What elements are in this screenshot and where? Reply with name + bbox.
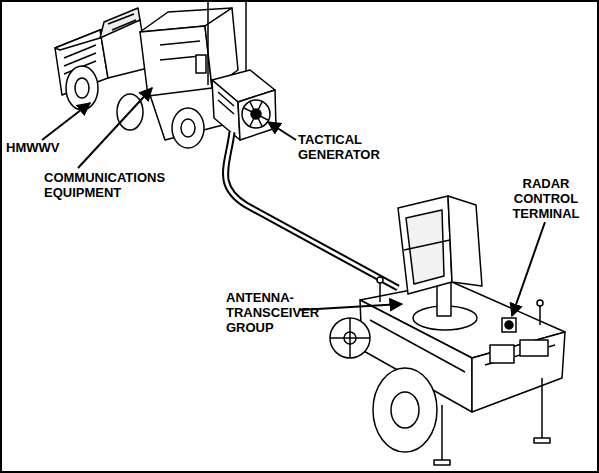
antenna-array xyxy=(437,282,451,316)
hmmwv-vehicle xyxy=(100,8,140,38)
power-cable xyxy=(226,132,399,288)
radar-trailer xyxy=(434,460,450,465)
radar-trailer xyxy=(330,263,565,465)
control-terminal xyxy=(505,321,513,329)
radar-trailer xyxy=(441,405,443,462)
hmmwv-vehicle xyxy=(112,20,136,30)
generator-unit xyxy=(218,92,234,106)
shelter-box xyxy=(160,56,200,60)
radar-trailer xyxy=(373,368,437,452)
hmmwv-vehicle xyxy=(66,66,98,110)
generator-unit xyxy=(212,80,240,140)
leader-arrow xyxy=(42,88,545,316)
hmmwv-vehicle xyxy=(64,53,96,66)
antenna-array xyxy=(448,196,482,286)
radar-trailer xyxy=(379,282,381,302)
leader-arrow xyxy=(268,122,296,140)
leader-arrow xyxy=(78,88,152,168)
leader-arrow xyxy=(512,222,545,316)
callout-label: HMWWV xyxy=(6,140,86,155)
radar-trailer xyxy=(472,332,565,412)
radar-trailer xyxy=(490,345,514,363)
power-cable xyxy=(226,132,399,288)
antenna-mast xyxy=(207,2,209,85)
antenna-array xyxy=(398,196,482,330)
radar-trailer xyxy=(330,318,370,358)
control-terminal xyxy=(502,318,516,332)
callout-label: ANTENNA- TRANSCEIVER GROUP xyxy=(226,290,326,335)
antenna-array xyxy=(398,196,452,294)
radar-trailer xyxy=(537,300,543,306)
generator-unit xyxy=(218,100,234,114)
generator-unit xyxy=(212,70,276,140)
callout-label: TACTICAL GENERATOR xyxy=(298,132,390,162)
generator-unit xyxy=(242,100,270,128)
generator-unit xyxy=(238,90,276,140)
power-cable xyxy=(226,132,399,288)
radar-trailer xyxy=(541,378,543,440)
hmmwv-vehicle xyxy=(75,78,89,98)
antenna-array xyxy=(404,240,450,250)
hmmwv-vehicle xyxy=(64,45,96,58)
hmmwv-vehicle xyxy=(172,108,204,148)
radar-trailer xyxy=(520,340,548,356)
radar-trailer xyxy=(330,337,370,339)
callout-label: RADAR CONTROL TERMINAL xyxy=(497,176,595,221)
leader-arrow xyxy=(42,103,90,140)
antenna-array xyxy=(406,210,444,284)
radar-trailer xyxy=(391,392,419,428)
radar-trailer xyxy=(377,277,383,283)
shelter-box xyxy=(140,26,212,96)
radar-trailer xyxy=(539,305,541,325)
callout-label: COMMUNICATIONS EQUIPMENT xyxy=(44,170,169,200)
hmmwv-vehicle xyxy=(181,119,195,137)
control-terminal xyxy=(502,318,516,332)
generator-unit xyxy=(250,102,262,126)
shelter-box xyxy=(196,55,206,73)
shelter-box xyxy=(160,41,200,45)
generator-unit xyxy=(250,102,262,126)
radar-trailer xyxy=(534,438,550,443)
